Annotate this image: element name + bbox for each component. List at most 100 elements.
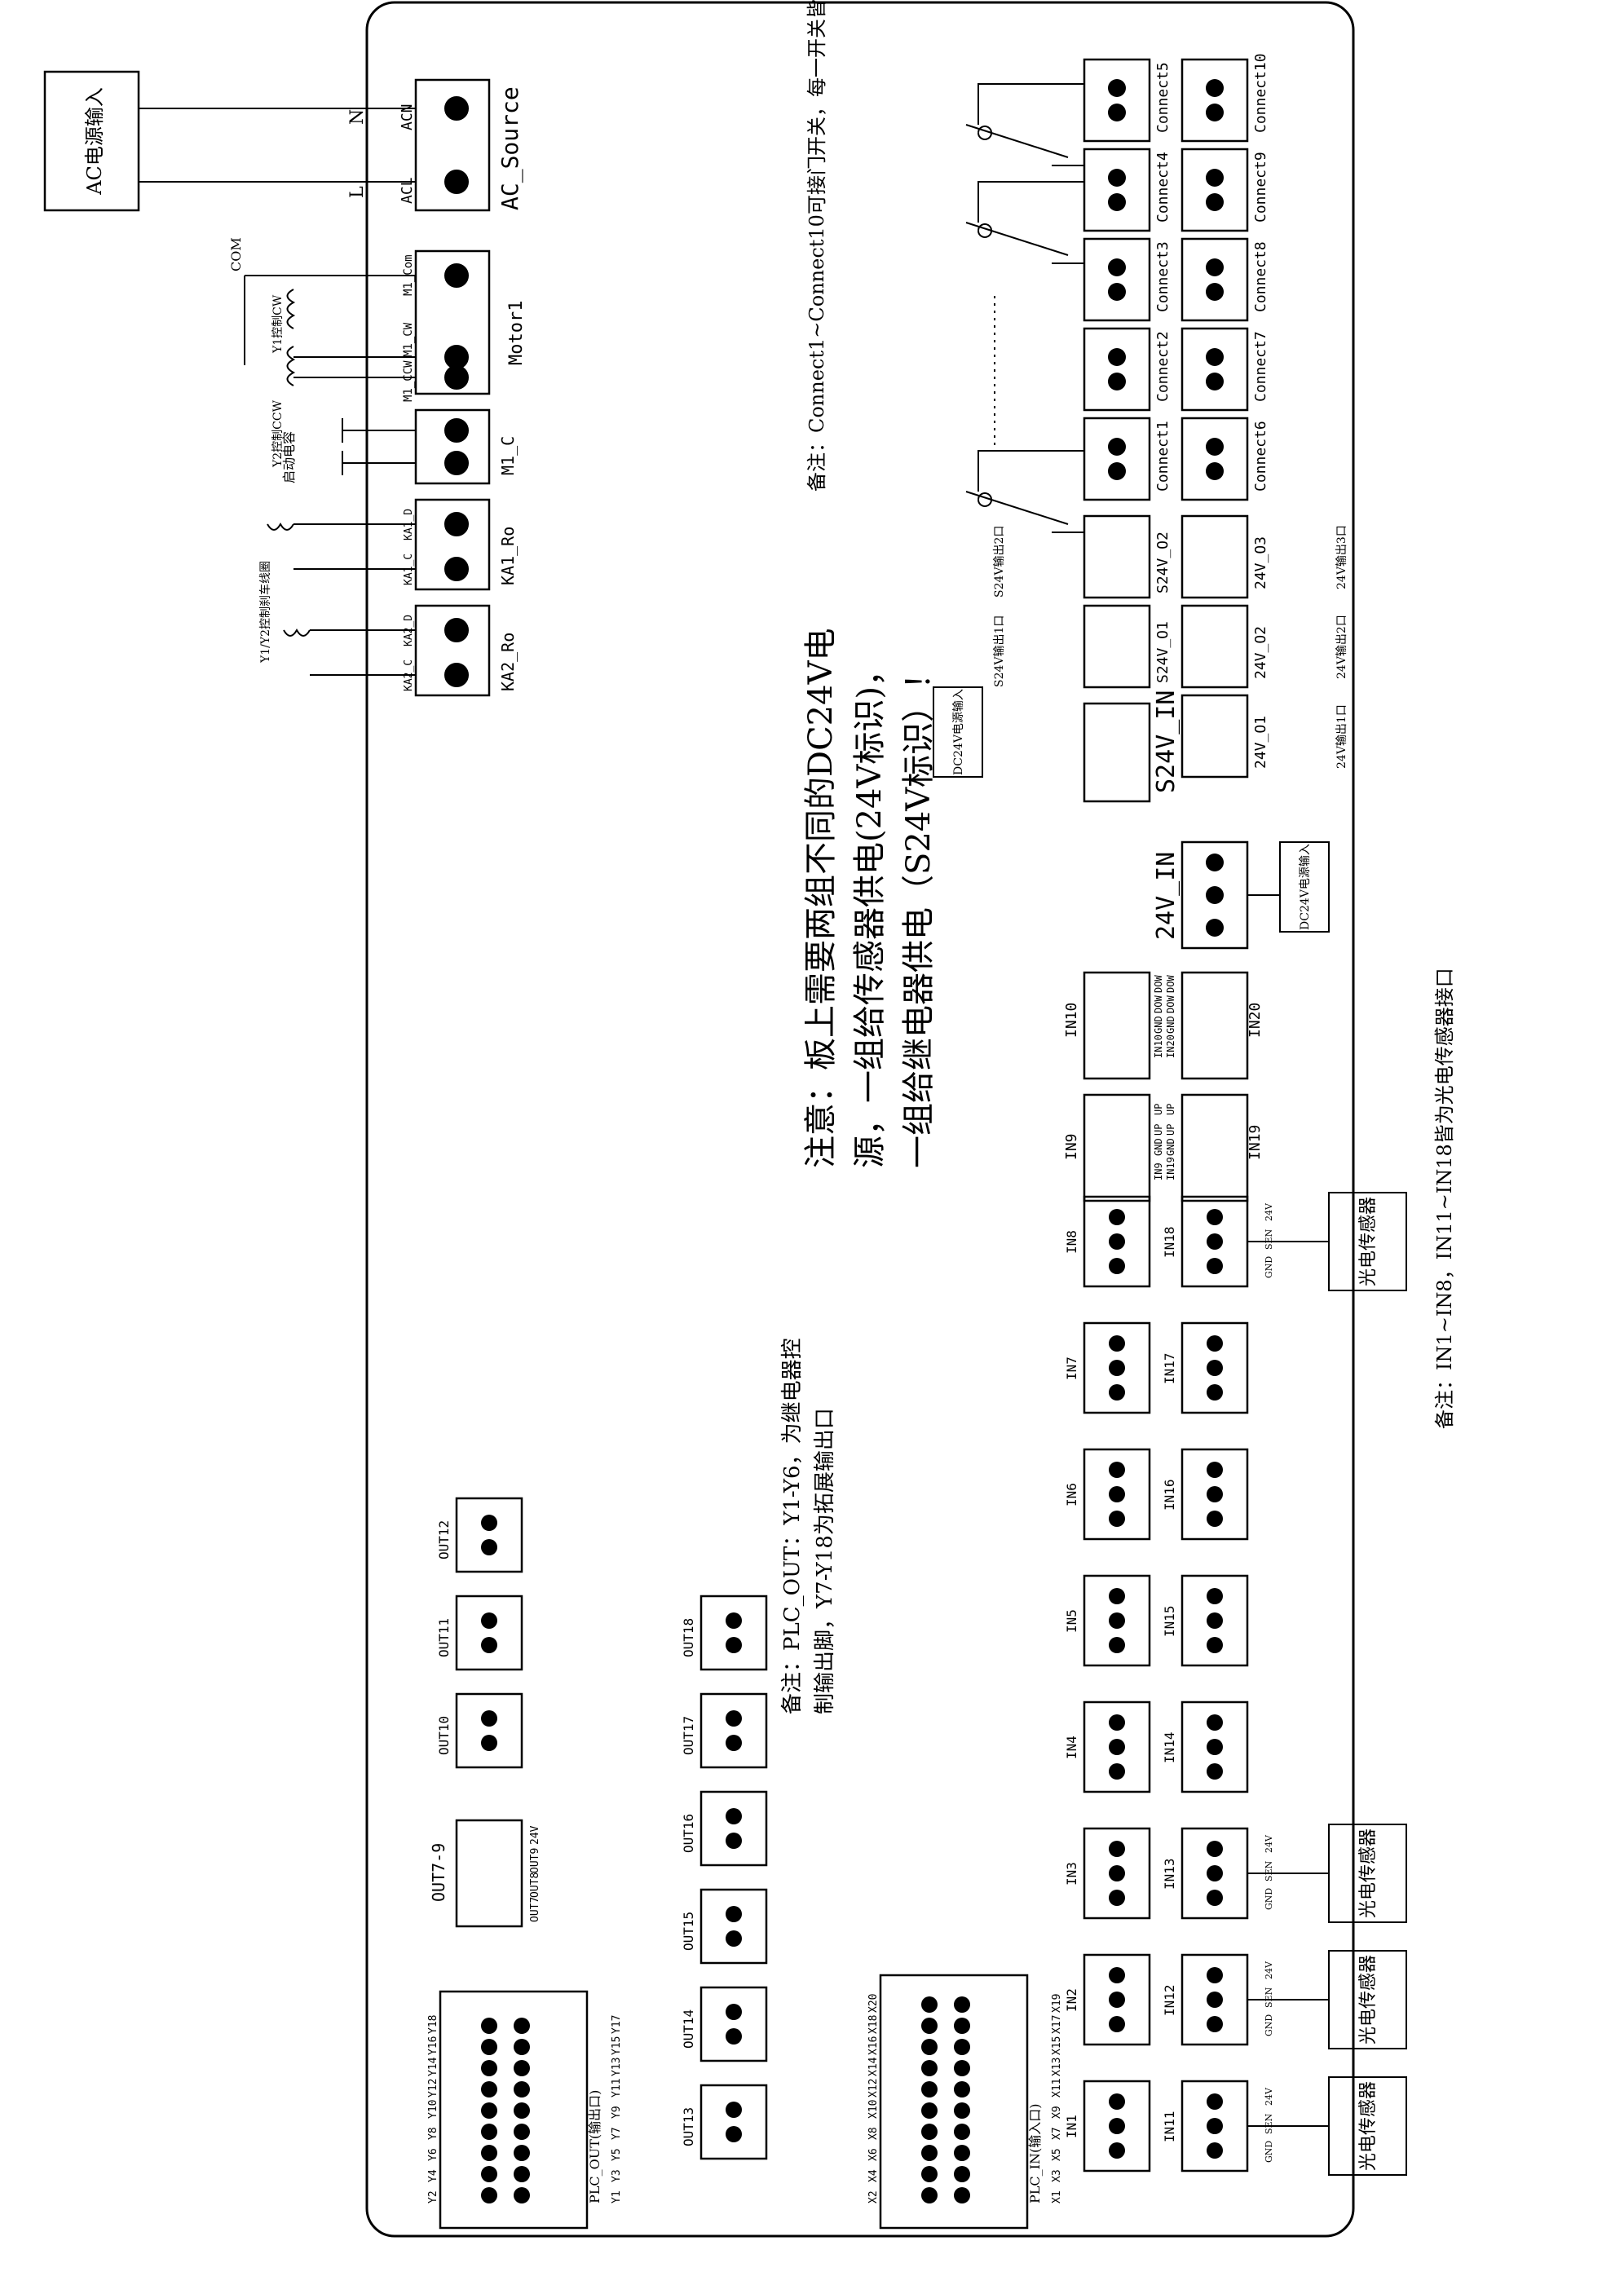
out24-o1-connector — [1180, 694, 1249, 779]
svg-text:IN10: IN10 — [1153, 1034, 1164, 1058]
out-connector-12 — [455, 1497, 523, 1573]
m1c-pin2 — [444, 451, 469, 475]
plc-out-top-1: Y4 — [427, 2169, 439, 2182]
in-connector-1 — [1083, 2080, 1151, 2173]
plc-in-top-9: X20 — [867, 1994, 880, 2013]
ka1-pin-d — [444, 512, 469, 536]
out24-o2-connector — [1180, 604, 1249, 689]
out24-o1-ext: 24V输出1口 — [1335, 704, 1348, 769]
in-connector-17 — [1180, 1321, 1249, 1414]
out-connector-15 — [699, 1888, 768, 1965]
brake-coil-wire — [293, 523, 416, 676]
connect-label-1: Connect1 — [1154, 421, 1172, 492]
motor-coil-2 — [286, 346, 296, 386]
m1c-pin1 — [444, 418, 469, 443]
ac-pin-n — [444, 96, 469, 121]
connect3-box — [1083, 237, 1151, 322]
ka2-title: KA2_Ro — [498, 633, 518, 691]
motor-ccw-label: Y2控制CCW — [271, 399, 285, 468]
plc-out-bottom-1: Y3 — [611, 2169, 623, 2182]
note-power-2: 源，一组给传感器供电(24V标识)， — [851, 654, 889, 1168]
ac-pin-l-label: ACL — [399, 177, 416, 204]
in-connector-2 — [1083, 1953, 1151, 2046]
motor-pin-com — [444, 263, 469, 288]
out79-pins: OUT7 OUT8 OUT9 24V — [529, 1825, 541, 1922]
sensor-pin-7-2: 24V — [1264, 1202, 1274, 1221]
svg-text:OUT8: OUT8 — [529, 1873, 541, 1898]
out-connector-18 — [699, 1595, 768, 1671]
plc-out-header — [439, 1990, 589, 2230]
out24-o2-label: 24V_O2 — [1252, 626, 1269, 679]
connect-label-3: Connect3 — [1154, 241, 1172, 312]
ac-input-box — [43, 70, 140, 212]
in-label-3: IN3 — [1064, 1862, 1079, 1886]
plc-out-top-0: Y2 — [427, 2190, 439, 2203]
sensor-pin-1-1: SEN — [1264, 1987, 1274, 2008]
svg-text:GND: GND — [1165, 1138, 1176, 1156]
plc-in-top-7: X16 — [867, 2036, 880, 2055]
in-label-1: IN1 — [1064, 2115, 1079, 2138]
out24-o3-ext: 24V输出3口 — [1335, 525, 1348, 589]
sensor-label-1: 光电传感器 — [1358, 1955, 1379, 2045]
in-connector-16 — [1180, 1448, 1249, 1541]
out24-o3-label: 24V_O3 — [1252, 536, 1269, 589]
out-connector-17 — [699, 1692, 768, 1769]
svg-text:OUT9: OUT9 — [529, 1848, 541, 1873]
connect2-box — [1083, 327, 1151, 412]
in10-connector — [1083, 971, 1151, 1080]
in19-pins: UP UP GND IN19 — [1165, 1104, 1176, 1180]
in-label-14: IN14 — [1162, 1731, 1177, 1763]
plc-out-title: PLC_OUT(输出口) — [587, 2090, 602, 2203]
plc-in-top-8: X18 — [867, 2015, 880, 2034]
s24v-o1-connector — [1083, 604, 1151, 689]
out-connector-14 — [699, 1986, 768, 2062]
in-connector-8 — [1083, 1195, 1151, 1288]
ka1-title: KA1_Ro — [498, 527, 518, 585]
s24v-in-title: S24V_IN — [1152, 690, 1180, 793]
note-power-3: 一组给继电器供电（S24V标识）！ — [900, 657, 938, 1168]
m1c-title: M1_C — [498, 436, 518, 475]
plc-in-bottom-4: X9 — [1051, 2106, 1063, 2119]
note-sensor: 备注：IN1~IN8，IN11~IN18皆为光电传感器接口 — [1433, 968, 1456, 1429]
svg-text:GND: GND — [1153, 1016, 1164, 1034]
out-connector-11 — [455, 1595, 523, 1671]
motor-coil — [286, 289, 296, 329]
motor-com-label: COM — [228, 237, 244, 271]
motor-pin-cw — [444, 345, 469, 369]
in20-connector — [1180, 971, 1249, 1080]
in-label-12: IN12 — [1162, 1984, 1177, 2016]
plc-in-top-3: X8 — [867, 2127, 880, 2140]
in-label-15: IN15 — [1162, 1605, 1177, 1637]
plc-out-bottom-0: Y1 — [611, 2190, 623, 2203]
connect-label-5: Connect5 — [1154, 62, 1172, 133]
m1c-capacitor — [342, 418, 416, 475]
in9-connector — [1083, 1093, 1151, 1202]
in-connector-4 — [1083, 1701, 1151, 1793]
out24-o1-label: 24V_O1 — [1252, 716, 1269, 769]
svg-text:UP: UP — [1165, 1124, 1176, 1136]
note-plc-1: 备注：PLC_OUT：Y1-Y6，为继电器控 — [780, 1338, 805, 1714]
ka1-pin-c — [444, 557, 469, 581]
in-label-4: IN4 — [1064, 1736, 1079, 1759]
connect6-box — [1180, 417, 1249, 501]
in-label-2: IN2 — [1064, 1988, 1079, 2012]
out-label-14: OUT14 — [681, 2009, 696, 2049]
plc-in-bottom-6: X13 — [1051, 2058, 1063, 2076]
m1c-connector — [414, 408, 491, 485]
in10-title: IN10 — [1063, 1003, 1080, 1038]
in-connector-14 — [1180, 1701, 1249, 1793]
in9-title: IN9 — [1063, 1133, 1080, 1160]
connect9-box — [1180, 148, 1249, 232]
sensor-label-0: 光电传感器 — [1358, 2081, 1379, 2171]
door-switches — [965, 83, 1084, 533]
s24v-in-connector — [1083, 702, 1151, 803]
svg-text:IN19: IN19 — [1165, 1157, 1176, 1180]
plc-in-top-5: X12 — [867, 2079, 880, 2098]
motor-pin-cw-label: M1_CW — [402, 322, 415, 357]
in19-title: IN19 — [1247, 1125, 1264, 1160]
brake-coil-label: Y1/Y2控制刹车线圈 — [258, 561, 272, 664]
in24-ext-box — [1279, 841, 1330, 933]
